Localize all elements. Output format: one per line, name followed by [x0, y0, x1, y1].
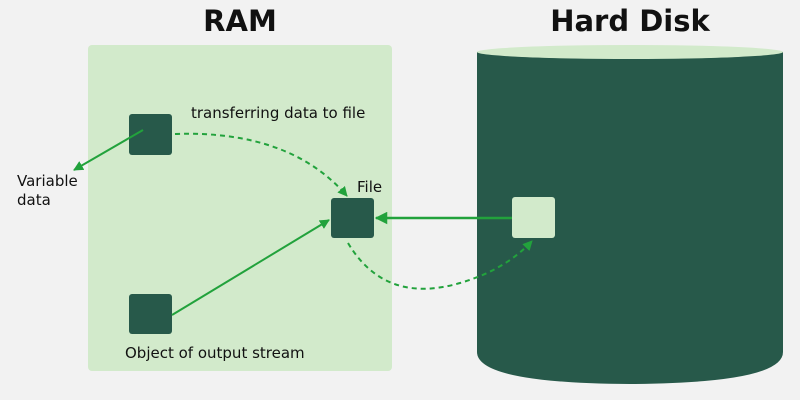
arrow-stream-to-file: [171, 219, 330, 316]
variable-label-line1: Variable: [17, 172, 78, 190]
file-block: [331, 198, 374, 238]
output-stream-block: [129, 294, 172, 334]
variable-block: [129, 114, 172, 155]
output-stream-label: Object of output stream: [125, 344, 305, 362]
variable-label-line2: data: [17, 191, 51, 209]
arrow-transfer-to-file: [174, 132, 348, 197]
transfer-label: transferring data to file: [191, 104, 366, 122]
hard-disk-cylinder: [477, 45, 783, 384]
disk-file-block: [512, 197, 555, 238]
arrow-variable-data: [73, 129, 144, 171]
ram-title: RAM: [203, 4, 277, 38]
file-label: File: [357, 178, 383, 196]
hard-disk-title: Hard Disk: [550, 4, 710, 38]
arrow-file-to-disk: [347, 240, 533, 290]
